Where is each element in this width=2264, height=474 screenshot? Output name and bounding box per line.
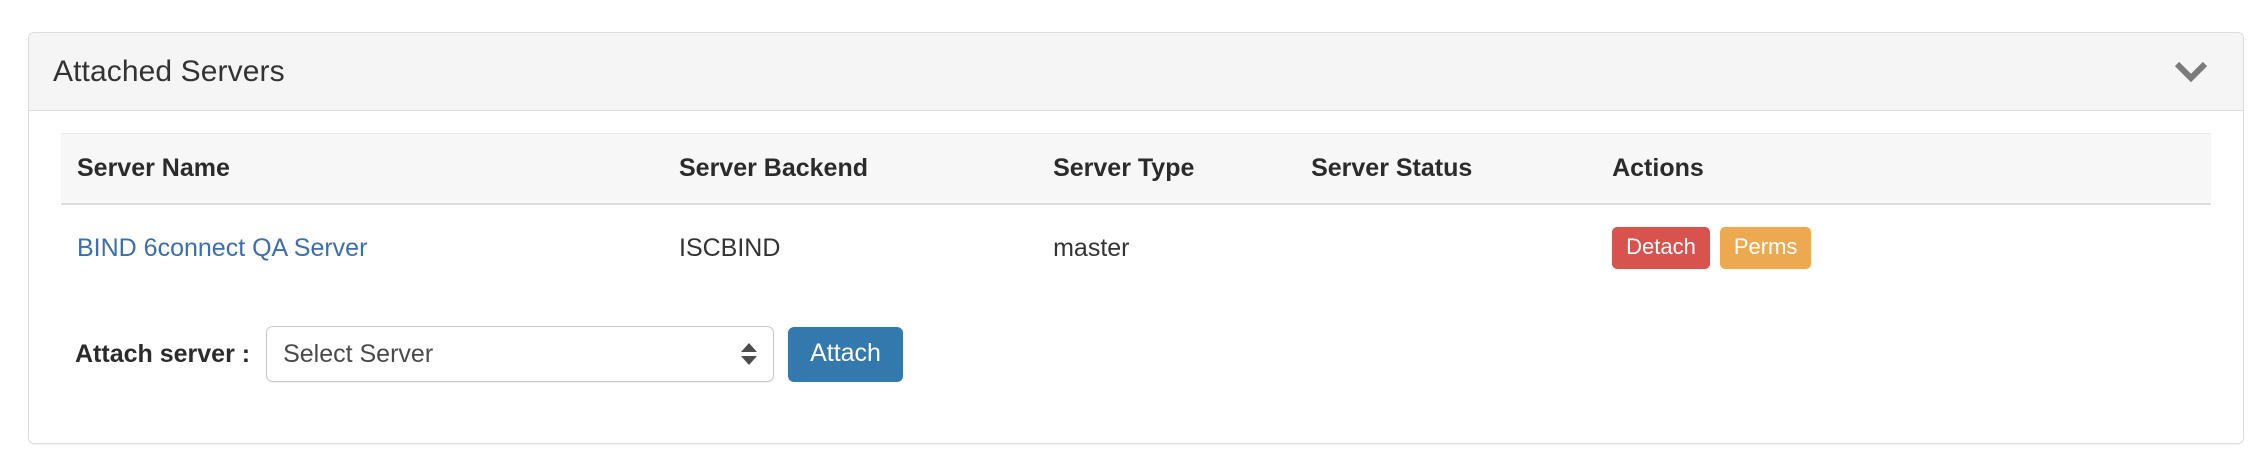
table-row: BIND 6connect QA Server ISCBIND master D… [61, 204, 2211, 292]
cell-server-name: BIND 6connect QA Server [61, 204, 663, 292]
perms-button[interactable]: Perms [1719, 227, 1812, 269]
table-body: BIND 6connect QA Server ISCBIND master D… [61, 204, 2211, 292]
cell-server-status [1295, 204, 1596, 292]
server-select-value: Select Server [283, 339, 434, 368]
column-header-server-type: Server Type [1037, 133, 1296, 205]
detach-button[interactable]: Detach [1612, 227, 1710, 269]
server-select[interactable]: Select Server [266, 326, 775, 382]
panel-header: Attached Servers [29, 33, 2243, 111]
attach-server-form: Attach server : Select Server Attach [61, 292, 2211, 382]
server-name-link[interactable]: BIND 6connect QA Server [77, 233, 368, 262]
caret-down-icon [741, 356, 758, 365]
panel-body: Server Name Server Backend Server Type S… [29, 111, 2243, 382]
attached-servers-panel: Attached Servers Server Name Server Back… [28, 32, 2244, 444]
chevron-down-icon[interactable] [2171, 52, 2211, 92]
column-header-server-backend: Server Backend [663, 133, 1038, 205]
column-header-server-status: Server Status [1295, 133, 1597, 205]
cell-server-backend: ISCBIND [679, 233, 781, 262]
select-stepper-icon [741, 343, 758, 365]
column-header-server-name: Server Name [61, 133, 663, 205]
actions-group: Detach Perms [1612, 227, 2211, 269]
page-title: Attached Servers [53, 54, 285, 88]
attached-servers-table: Server Name Server Backend Server Type S… [61, 133, 2211, 292]
attach-server-label: Attach server : [75, 339, 251, 368]
cell-server-type: master [1053, 233, 1130, 262]
table-header: Server Name Server Backend Server Type S… [61, 133, 2211, 205]
attach-button[interactable]: Attach [788, 326, 903, 382]
table-header-row: Server Name Server Backend Server Type S… [61, 133, 2211, 205]
column-header-actions: Actions [1596, 133, 2211, 205]
cell-actions: Detach Perms [1596, 204, 2211, 292]
caret-up-icon [741, 343, 758, 352]
